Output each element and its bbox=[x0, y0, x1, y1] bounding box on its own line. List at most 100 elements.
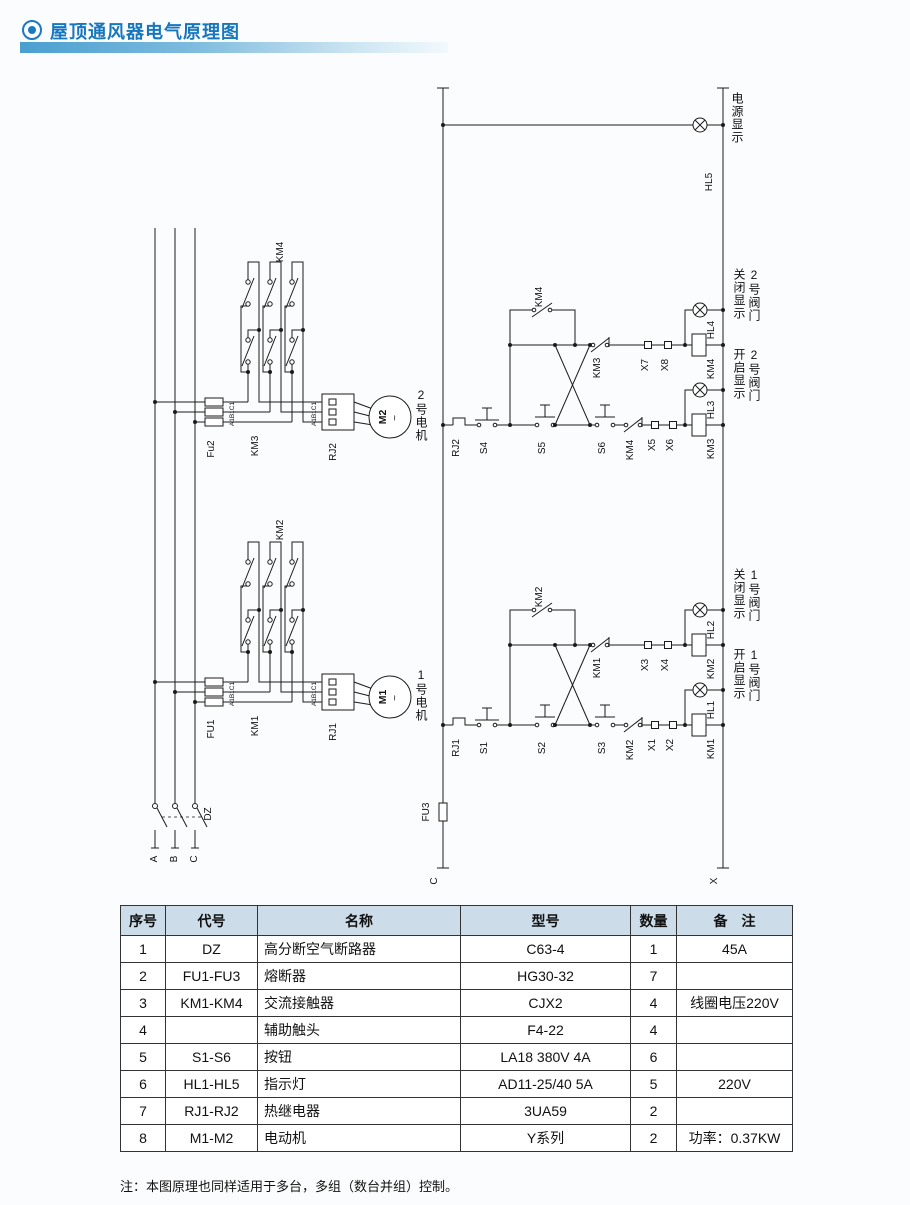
cell-code: FU1-FU3 bbox=[165, 962, 258, 990]
label-term-marks: A1B1C1 bbox=[229, 402, 236, 427]
label-rj2-ctrl: RJ2 bbox=[451, 439, 462, 457]
motor1-power-branch bbox=[155, 541, 412, 719]
power-indicator-rung bbox=[443, 117, 723, 133]
cell-model: AD11-25/40 5A bbox=[460, 1070, 631, 1098]
label-x1: X1 bbox=[647, 738, 658, 751]
terminal-x6 bbox=[669, 421, 677, 429]
cell-code: M1-M2 bbox=[165, 1124, 258, 1152]
label-km4-seal: KM4 bbox=[534, 286, 545, 307]
table-row: 6 HL1-HL5 指示灯 AD11-25/40 5A 5 220V bbox=[120, 1070, 793, 1098]
cell-qty: 7 bbox=[630, 962, 677, 990]
terminal-x5 bbox=[651, 421, 659, 429]
cell-code bbox=[165, 1016, 258, 1044]
table-header-row: 序号 代号 名称 型号 数量 备 注 bbox=[120, 905, 793, 936]
junction-dots bbox=[153, 123, 725, 727]
fuse-fu1 bbox=[204, 677, 224, 687]
cell-code: HL1-HL5 bbox=[165, 1070, 258, 1098]
cell-name: 交流接触器 bbox=[257, 989, 461, 1017]
cell-model: Y系列 bbox=[460, 1124, 631, 1152]
cell-index: 7 bbox=[120, 1097, 166, 1125]
label-s5: S5 bbox=[537, 441, 548, 454]
coil-km1 bbox=[691, 713, 707, 737]
cell-model: CJX2 bbox=[460, 989, 631, 1017]
cell-code: DZ bbox=[165, 935, 258, 963]
cell-index: 1 bbox=[120, 935, 166, 963]
label-x6: X6 bbox=[665, 438, 676, 451]
label-m2: M2 bbox=[377, 410, 389, 425]
cell-name: 热继电器 bbox=[257, 1097, 461, 1125]
label-m1-wave: ~ bbox=[390, 695, 401, 701]
label-x7: X7 bbox=[640, 358, 651, 371]
label-valve1-close: 1号阀门关闭显示 bbox=[732, 568, 761, 622]
cell-remark: 45A bbox=[676, 935, 793, 963]
title-underline bbox=[20, 42, 448, 53]
bullseye-icon bbox=[22, 20, 42, 40]
label-valve2-close: 2号阀门关闭显示 bbox=[732, 268, 761, 322]
label-dz: DZ bbox=[203, 807, 214, 820]
fuse-fu1 bbox=[204, 697, 224, 707]
phase-lines bbox=[151, 228, 208, 849]
table-row: 5 S1-S6 按钮 LA18 380V 4A 6 bbox=[120, 1043, 793, 1071]
circuit-diagram: HL5 FU3 C X DZ A B C Fu2 KM3 KM4 RJ2 A1B… bbox=[149, 87, 729, 885]
label-km3-coil: KM3 bbox=[706, 438, 717, 459]
label-x2: X2 bbox=[665, 738, 676, 751]
cell-code: KM1-KM4 bbox=[165, 989, 258, 1017]
cell-index: 6 bbox=[120, 1070, 166, 1098]
terminal-x7 bbox=[644, 341, 652, 349]
label-km2-seal: KM2 bbox=[534, 586, 545, 607]
label-km2-power: KM2 bbox=[275, 519, 286, 540]
label-km4-coil: KM4 bbox=[706, 358, 717, 379]
label-rail-x: X bbox=[709, 877, 720, 884]
table-row: 3 KM1-KM4 交流接触器 CJX2 4 线圈电压220V bbox=[120, 989, 793, 1017]
cell-index: 2 bbox=[120, 962, 166, 990]
diagram-labels: HL5 FU3 C X DZ A B C Fu2 KM3 KM4 RJ2 A1B… bbox=[149, 172, 720, 884]
components-table: 序号 代号 名称 型号 数量 备 注 1 DZ 高分断空气断路器 C63-4 1… bbox=[120, 905, 793, 1152]
terminal-x3 bbox=[644, 641, 652, 649]
fuse-fu2 bbox=[204, 397, 224, 407]
cell-model: LA18 380V 4A bbox=[460, 1043, 631, 1071]
fuse-fu3 bbox=[438, 802, 448, 822]
col-header-qty: 数量 bbox=[630, 905, 677, 936]
terminal-x8 bbox=[664, 341, 672, 349]
cell-remark: 线圈电压220V bbox=[676, 989, 793, 1017]
label-rail-c: C bbox=[429, 877, 440, 884]
col-header-code: 代号 bbox=[165, 905, 258, 936]
coil-km2 bbox=[691, 633, 707, 657]
col-header-index: 序号 bbox=[120, 905, 166, 936]
cell-code: S1-S6 bbox=[165, 1043, 258, 1071]
cell-index: 5 bbox=[120, 1043, 166, 1071]
label-x8: X8 bbox=[660, 358, 671, 371]
cell-index: 8 bbox=[120, 1124, 166, 1152]
motor-m2 bbox=[368, 395, 412, 439]
cell-remark bbox=[676, 1097, 793, 1125]
table-row: 7 RJ1-RJ2 热继电器 3UA59 2 bbox=[120, 1097, 793, 1125]
label-x3: X3 bbox=[640, 658, 651, 671]
cell-remark bbox=[676, 1043, 793, 1071]
label-s3: S3 bbox=[597, 741, 608, 754]
label-term-marks: A1B1C1 bbox=[311, 402, 318, 427]
label-phase-a: A bbox=[149, 855, 160, 862]
cell-index: 3 bbox=[120, 989, 166, 1017]
cell-name: 高分断空气断路器 bbox=[257, 935, 461, 963]
label-km2-coil: KM2 bbox=[706, 658, 717, 679]
col-header-name: 名称 bbox=[257, 905, 461, 936]
motor1-control bbox=[443, 602, 723, 737]
label-km1-power: KM1 bbox=[250, 715, 261, 736]
label-km3-nc: KM3 bbox=[592, 357, 603, 378]
label-rj1-ctrl: RJ1 bbox=[451, 739, 462, 757]
terminal-x4 bbox=[664, 641, 672, 649]
cell-model: C63-4 bbox=[460, 935, 631, 963]
label-s4: S4 bbox=[479, 441, 490, 454]
fuse-fu1 bbox=[204, 687, 224, 697]
coil-km3 bbox=[691, 413, 707, 437]
cell-remark bbox=[676, 962, 793, 990]
label-motor2-caption: 2号电机 bbox=[414, 388, 428, 442]
breaker-dz bbox=[152, 803, 208, 828]
fuse-fu2 bbox=[204, 417, 224, 427]
cell-index: 4 bbox=[120, 1016, 166, 1044]
table-row: 1 DZ 高分断空气断路器 C63-4 1 45A bbox=[120, 935, 793, 963]
cell-qty: 1 bbox=[630, 935, 677, 963]
motor-m1 bbox=[368, 675, 412, 719]
thermal-relay-rj1 bbox=[321, 673, 355, 711]
